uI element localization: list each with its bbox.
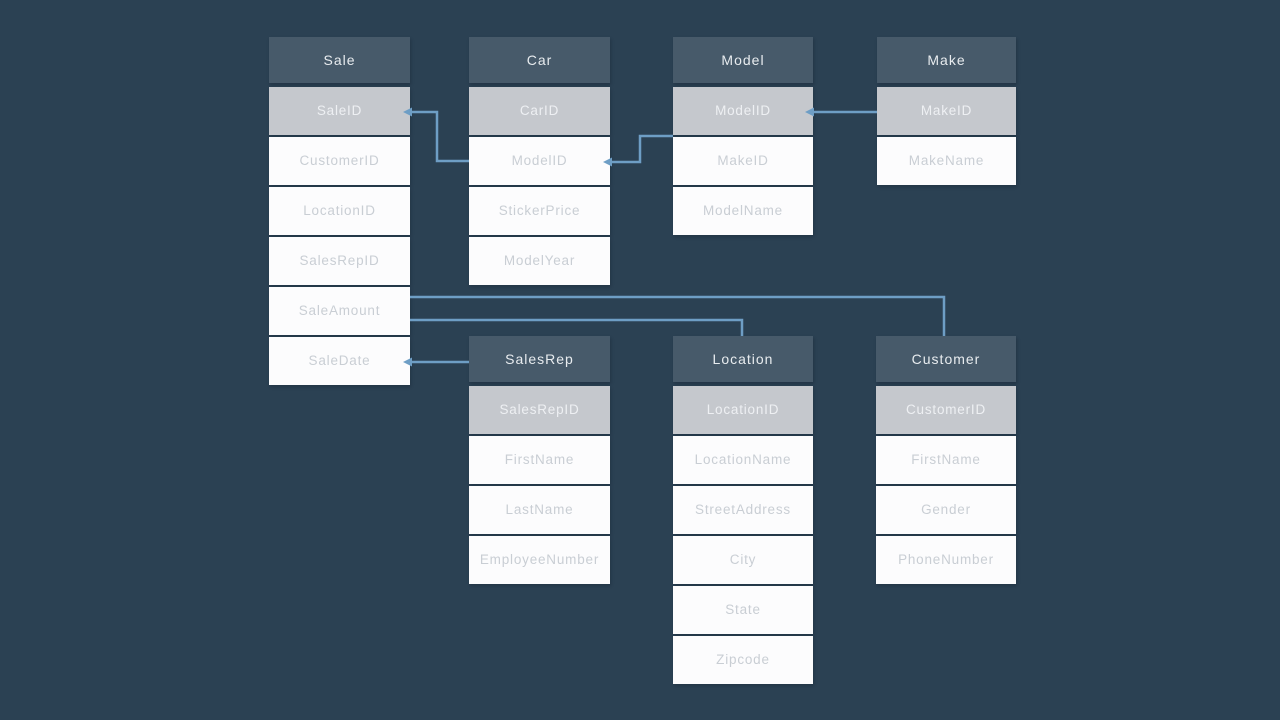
field-salesrep-employeenumber: EmployeeNumber (469, 536, 610, 584)
field-customer-firstname: FirstName (876, 436, 1016, 484)
field-car-stickerprice: StickerPrice (469, 187, 610, 235)
table-car-header: Car (469, 37, 610, 83)
field-car-modelid: ModelID (469, 137, 610, 185)
field-location-city: City (673, 536, 813, 584)
field-car-modelyear: ModelYear (469, 237, 610, 285)
field-sale-saledate: SaleDate (269, 337, 410, 385)
field-salesrep-lastname: LastName (469, 486, 610, 534)
field-make-makeid: MakeID (877, 87, 1016, 135)
field-model-modelname: ModelName (673, 187, 813, 235)
table-sale-header: Sale (269, 37, 410, 83)
table-car: Car CarID ModelID StickerPrice ModelYear (469, 37, 610, 287)
table-location-header: Location (673, 336, 813, 382)
field-sale-customerid: CustomerID (269, 137, 410, 185)
field-customer-customerid: CustomerID (876, 386, 1016, 434)
table-make: Make MakeID MakeName (877, 37, 1016, 187)
field-make-makename: MakeName (877, 137, 1016, 185)
field-model-modelid: ModelID (673, 87, 813, 135)
field-sale-locationid: LocationID (269, 187, 410, 235)
table-location: Location LocationID LocationName StreetA… (673, 336, 813, 686)
field-model-makeid: MakeID (673, 137, 813, 185)
connector-sale-customer (410, 295, 946, 336)
field-customer-phonenumber: PhoneNumber (876, 536, 1016, 584)
field-salesrep-firstname: FirstName (469, 436, 610, 484)
table-customer-header: Customer (876, 336, 1016, 382)
connector-sale-location (410, 318, 744, 336)
field-customer-gender: Gender (876, 486, 1016, 534)
field-car-carid: CarID (469, 87, 610, 135)
connector-sale-car (410, 110, 469, 163)
field-sale-salesrepid: SalesRepID (269, 237, 410, 285)
field-location-streetaddress: StreetAddress (673, 486, 813, 534)
table-model: Model ModelID MakeID ModelName (673, 37, 813, 237)
field-sale-saleid: SaleID (269, 87, 410, 135)
table-customer: Customer CustomerID FirstName Gender Pho… (876, 336, 1016, 586)
field-location-zipcode: Zipcode (673, 636, 813, 684)
table-model-header: Model (673, 37, 813, 83)
field-location-state: State (673, 586, 813, 634)
table-salesrep-header: SalesRep (469, 336, 610, 382)
field-location-locationid: LocationID (673, 386, 813, 434)
table-sale: Sale SaleID CustomerID LocationID SalesR… (269, 37, 410, 387)
field-location-locationname: LocationName (673, 436, 813, 484)
table-make-header: Make (877, 37, 1016, 83)
field-sale-saleamount: SaleAmount (269, 287, 410, 335)
table-salesrep: SalesRep SalesRepID FirstName LastName E… (469, 336, 610, 586)
field-salesrep-salesrepid: SalesRepID (469, 386, 610, 434)
connector-car-model (610, 134, 673, 164)
